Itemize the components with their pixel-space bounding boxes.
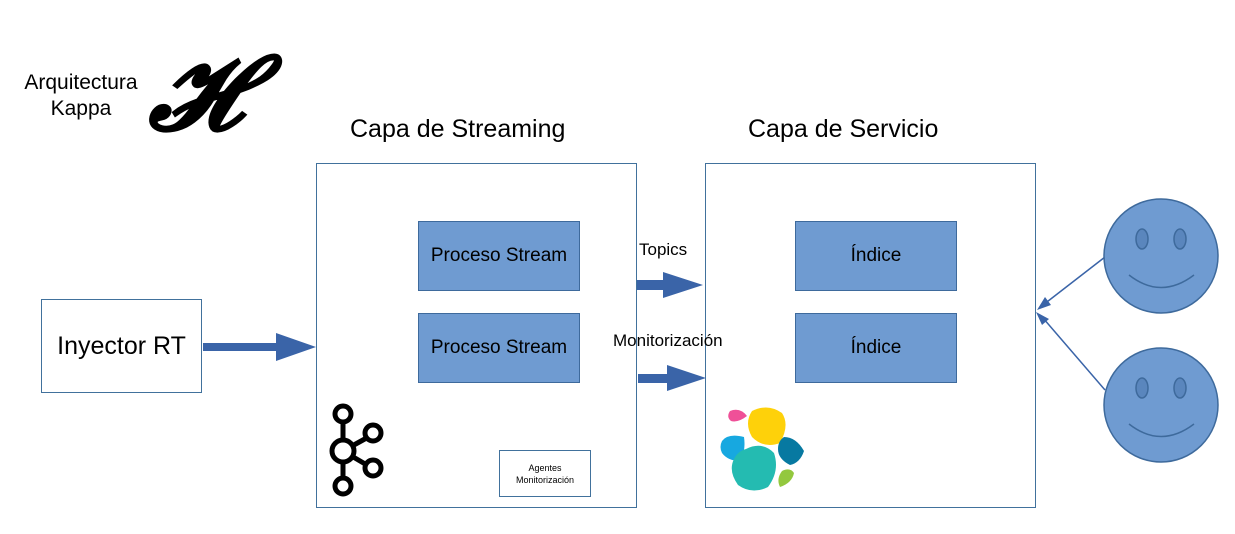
diagram-title: Arquitectura Kappa <box>8 70 154 122</box>
agents-label-1: Agentes <box>528 462 562 473</box>
monitoring-arrow <box>638 365 706 391</box>
topics-arrow <box>637 272 703 298</box>
agents-label-2: Monitorización <box>515 474 575 485</box>
title-line-1: Arquitectura <box>24 71 138 94</box>
stream-process-1: Proceso Stream <box>418 221 580 291</box>
injector-to-streaming-arrow <box>203 333 316 361</box>
service-layer-title: Capa de Servicio <box>748 115 939 143</box>
kafka-logo-icon <box>329 403 384 497</box>
user-smiley-icon-2 <box>1103 347 1219 463</box>
monitoring-label: Monitorización <box>613 331 723 350</box>
user-smiley-icon-1 <box>1103 198 1219 314</box>
stream-process-2: Proceso Stream <box>418 313 580 383</box>
elastic-logo-icon <box>720 407 804 491</box>
index-1: Índice <box>795 221 957 291</box>
kappa-logo-icon: 𝓗 <box>148 31 242 154</box>
monitoring-agents-box: Agentes Monitorización <box>499 450 591 497</box>
streaming-layer-title: Capa de Streaming <box>350 115 566 143</box>
topics-label: Topics <box>639 240 688 259</box>
index-2: Índice <box>795 313 957 383</box>
title-line-2: Kappa <box>50 97 112 120</box>
injector-box: Inyector RT <box>41 299 202 393</box>
